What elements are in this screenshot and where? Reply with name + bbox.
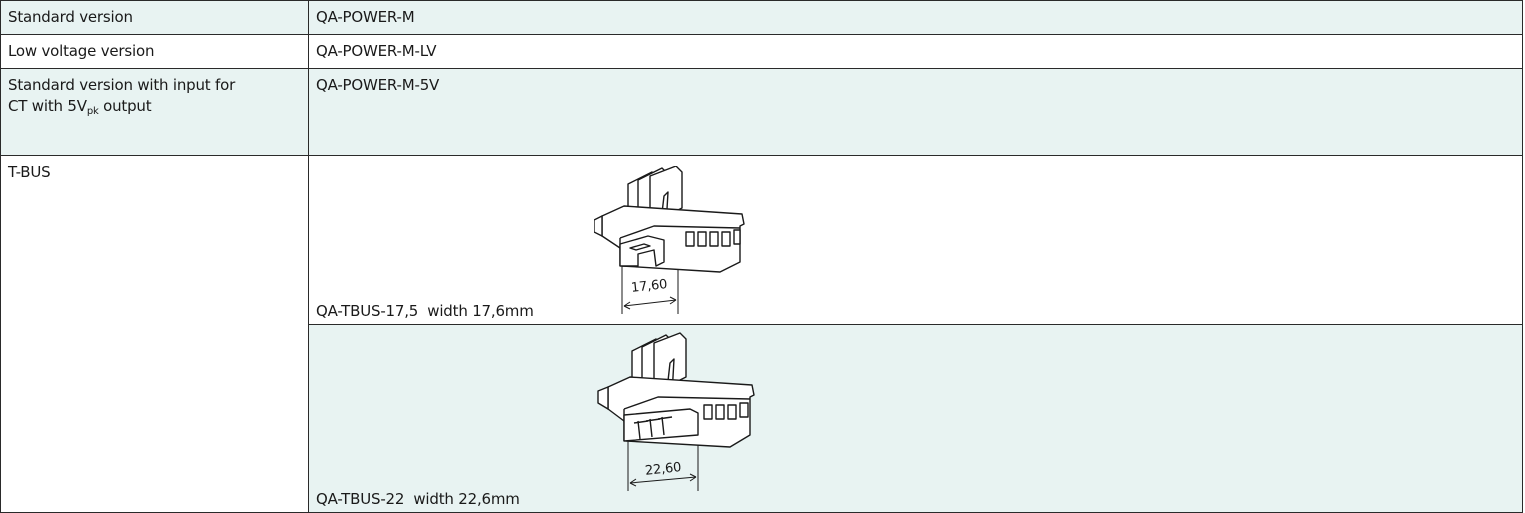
row-5v-code: QA-POWER-M-5V: [309, 69, 1523, 156]
product-code: QA-POWER-M-LV: [316, 42, 437, 60]
tbus-22-caption: QA-TBUS-22 width 22,6mm: [316, 490, 520, 508]
row-label-line2: CT with 5V: [8, 97, 87, 115]
row-tbus-label: T-BUS: [1, 156, 309, 513]
subscript-pk: pk: [86, 106, 99, 117]
row-label: T-BUS: [8, 163, 51, 181]
row-standard-code: QA-POWER-M: [309, 1, 1523, 35]
tbus-17-cell: 17,60 QA-TBUS-17,5 width 17,6mm: [309, 156, 1523, 325]
row-label-line1: Standard version with input for: [8, 76, 236, 94]
dimension-label-17: 17,60: [630, 277, 668, 296]
dimension-text: 17,60: [630, 277, 668, 296]
dimension-label-22: 22,60: [644, 460, 682, 479]
tbus-22-cell: 22,60 QA-TBUS-22 width 22,6mm: [309, 325, 1523, 513]
row-low-voltage-code: QA-POWER-M-LV: [309, 35, 1523, 69]
row-label: Standard version: [8, 8, 133, 26]
dimension-text: 22,60: [644, 460, 682, 479]
row-standard-label: Standard version: [1, 1, 309, 35]
tbus-connector-17-drawing: [594, 166, 745, 314]
row-low-voltage-label: Low voltage version: [1, 35, 309, 69]
row-5v-label: Standard version with input for CT with …: [1, 69, 309, 156]
row-label-line2-end: output: [98, 97, 152, 115]
tbus-17-caption: QA-TBUS-17,5 width 17,6mm: [316, 302, 534, 320]
tbus-connector-22-drawing: [597, 332, 755, 491]
product-code: QA-POWER-M: [316, 8, 415, 26]
product-code: QA-POWER-M-5V: [316, 76, 440, 94]
row-label: Low voltage version: [8, 42, 155, 60]
